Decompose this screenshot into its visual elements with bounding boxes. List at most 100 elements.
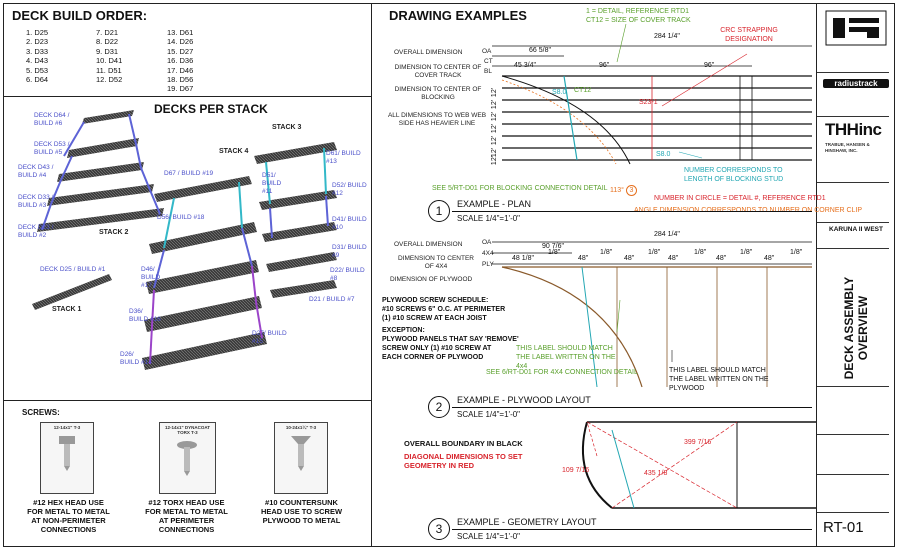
title-underline (452, 407, 812, 408)
screw-product-image: 12-14x1" DYNACOAT TORX T-3 (159, 422, 216, 494)
drawing-examples-title: DRAWING EXAMPLES (389, 8, 527, 23)
thh-name: TRABUE, HANSEN & HINSHAW, INC. (825, 142, 870, 153)
deck-label: D61/ BUILD #13 (326, 150, 361, 165)
thh-logo: THHinc (825, 120, 882, 139)
row-dim: 12' (491, 135, 499, 146)
build-order-col2: 7. D21 8. D22 9. D31 10. D41 11. D51 12.… (96, 28, 122, 84)
divider (817, 434, 889, 435)
note-label-plywood: THIS LABEL SHOULD MATCH THE LABEL WRITTE… (669, 367, 769, 392)
ply-label-4x4: DIMENSION TO CENTER OF 4X4 (398, 255, 474, 270)
deck-label: DECK D43 / BUILD #4 (18, 164, 54, 179)
dim-value: 45 3/4" (514, 62, 536, 69)
dim-value: 48" (578, 255, 589, 262)
row-dim: 12' (491, 123, 499, 134)
geometry-example-drawing (581, 421, 816, 509)
list-item: 14. D26 (167, 37, 194, 47)
list-item: 19. D67 (167, 84, 194, 94)
decks-per-stack-title: DECKS PER STACK (154, 102, 268, 116)
detail-circle: 3 (626, 185, 637, 196)
deck-label: D22/ BUILD #8 (330, 267, 365, 282)
list-item: 5. D53 (26, 65, 49, 75)
dim-value: 1/8" (600, 249, 613, 256)
divider (817, 222, 889, 223)
deck-label: D27/ BUILD #15 (252, 330, 287, 345)
geom-dim: 435 1/8 (644, 470, 668, 477)
list-item: 9. D31 (96, 46, 119, 56)
list-item: 16. D36 (167, 56, 194, 66)
list-item: 4. D43 (26, 56, 49, 66)
hex-screw-icon (59, 436, 75, 471)
dim-value: 1/8" (694, 249, 707, 256)
example-scale-3: SCALE 1/4"=1'-0" (457, 532, 521, 541)
deck-label: DECK D23 / BUILD #2 (18, 224, 54, 239)
drawing-sheet: DECK BUILD ORDER: 1. D25 2. D23 3. D33 4… (3, 3, 895, 547)
dim-tag: CT (484, 58, 493, 65)
dim-tag: OA (482, 239, 492, 246)
plywood-example-drawing (492, 241, 812, 388)
list-item: 10. D41 (96, 56, 123, 66)
note-see-4x4: SEE 6/RT-D01 FOR 4X4 CONNECTION DETAIL (486, 369, 638, 376)
example-number-1: 1 (428, 200, 450, 222)
list-item: 13. D61 (167, 28, 194, 37)
list-item: 17. D46 (167, 65, 194, 75)
example-title-3: EXAMPLE - GEOMETRY LAYOUT (457, 517, 597, 527)
exception-line: SCREW ONLY (1) #10 SCREW AT (382, 345, 492, 352)
screw-caption: #10 COUNTERSUNK HEAD USE TO SCREW PLYWOO… (260, 498, 343, 525)
plan-label-web: ALL DIMENSIONS TO WEB WEB SIDE HAS HEAVI… (387, 112, 487, 127)
divider (816, 4, 817, 546)
dim-tag: 4X4 (482, 250, 494, 257)
sheet-title: DECK ASSEMBLY OVERVIEW (842, 276, 870, 380)
list-item: 3. D33 (26, 46, 49, 56)
note-see-detail: SEE 5/RT-D01 FOR BLOCKING CONNECTION DET… (432, 185, 608, 192)
dim-value: 48 1/8" (512, 255, 534, 262)
note-crc-strapping: CRC STRAPPING DESIGNATION (720, 27, 778, 43)
dim-value: 48" (624, 255, 635, 262)
screw-product-image: 12-14x1" T-3 (40, 422, 94, 494)
divider (817, 116, 889, 117)
row-dim: 12' (491, 155, 499, 166)
dim-tag: S8.0 (552, 89, 567, 96)
stack-label: STACK 3 (272, 124, 302, 131)
stack-3-shape (254, 142, 337, 298)
list-item: 2. D23 (26, 37, 49, 47)
deck-label: DECK D64 / BUILD #6 (34, 112, 70, 127)
divider (817, 182, 889, 183)
note-angle: ANGLE DIMENSION CORRESPONDS TO NUMBER ON… (634, 207, 863, 214)
note-line: GEOMETRY IN RED (404, 461, 475, 470)
note-line: DIAGONAL DIMENSIONS TO SET (404, 452, 523, 461)
dim-tag: S23-1 (639, 99, 658, 106)
note-detail-ref: 1 = DETAIL, REFERENCE RTD1 (586, 8, 690, 15)
dim-value: 96" (704, 62, 715, 69)
screw-product-image: 10-24x1¼" T-3 (274, 422, 328, 494)
schedule-line: #10 SCREWS 6" O.C. AT PERIMETER (382, 306, 506, 313)
dim-tag: BL (484, 68, 492, 75)
list-item: 11. D51 (96, 65, 122, 75)
geom-dim: 109 7/16 (562, 467, 590, 474)
dim-tag: S8.0 (656, 151, 671, 158)
stack-2-shape (37, 110, 164, 232)
note-circle: NUMBER IN CIRCLE = DETAIL #, REFERENCE R… (654, 195, 826, 202)
stack-label: STACK 1 (52, 306, 82, 313)
screw-image-title: 12-14x1" T-3 (53, 425, 81, 430)
note-diagonal: DIAGONAL DIMENSIONS TO SET GEOMETRY IN R… (404, 452, 522, 470)
list-item: 7. D21 (96, 28, 119, 37)
firm-logo-icon (825, 10, 887, 46)
deck-label: DECK D25 / BUILD #1 (40, 266, 106, 273)
divider (817, 512, 889, 513)
deck-label: DECK D53 / BUILD #5 (34, 141, 70, 156)
dim-value: 1/8" (740, 249, 753, 256)
title-block: radiustrack THHinc TRABUE, HANSEN & HINS… (817, 4, 895, 546)
ply-label-overall: OVERALL DIMENSION (394, 241, 463, 248)
example-title-1: EXAMPLE - PLAN (457, 199, 532, 209)
dim-value: 284 1/4" (654, 231, 680, 238)
list-item: 12. D52 (96, 75, 123, 85)
countersunk-screw-icon (291, 436, 311, 471)
schedule-line: (1) #10 SCREW AT EACH JOIST (382, 315, 487, 322)
deck-label: D31/ BUILD #9 (332, 244, 367, 259)
address-block (827, 92, 828, 98)
deck-label: D21 / BUILD #7 (309, 296, 355, 303)
title-underline (452, 529, 812, 530)
radiustrack-logo: radiustrack (823, 79, 889, 88)
list-item: 15. D27 (167, 46, 194, 56)
dim-value: 66 5/8" (529, 47, 551, 54)
